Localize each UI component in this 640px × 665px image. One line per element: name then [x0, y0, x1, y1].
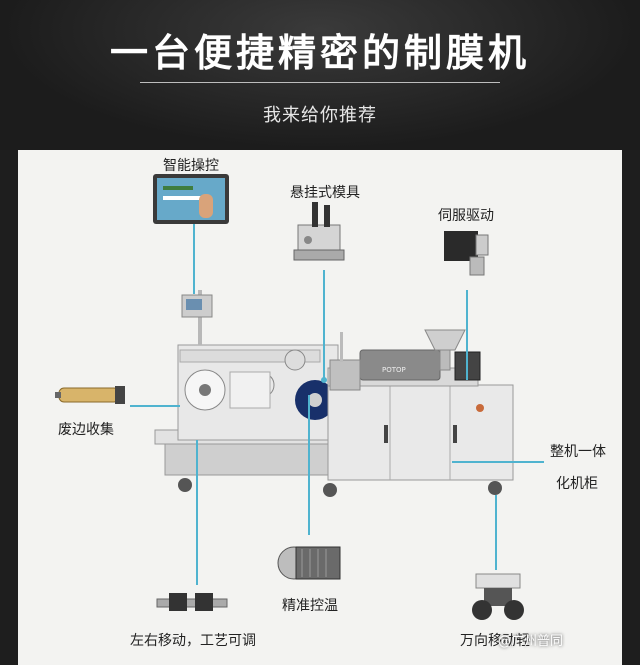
winding-shaft-image	[55, 386, 125, 404]
servo-motor-image	[444, 231, 489, 276]
connector-line	[308, 395, 310, 535]
heater-image	[277, 546, 341, 580]
connector-line	[196, 440, 198, 585]
header-banner	[0, 0, 640, 150]
film-machine-illustration: POTOP	[154, 290, 514, 497]
page-subtitle: 我来给你推荐	[263, 105, 377, 126]
callout-temperature-control: 精准控温	[282, 598, 338, 614]
linear-guide-image	[156, 593, 228, 611]
caster-wheel-image	[472, 573, 524, 620]
connector-line	[452, 461, 544, 463]
connector-dot	[321, 377, 327, 383]
callout-adjustable: 左右移动，工艺可调	[130, 633, 256, 649]
connector-line	[495, 495, 497, 570]
callout-cabinet-line1: 整机一体	[550, 444, 606, 460]
callout-hanging-die: 悬挂式模具	[290, 185, 360, 201]
machine-brand-label: POTOP	[382, 366, 406, 374]
connector-line	[130, 405, 180, 407]
connector-line	[323, 270, 325, 380]
touch-screen-image	[153, 174, 229, 224]
page-title: 一台便捷精密的制膜机	[109, 31, 530, 75]
connector-line	[466, 290, 468, 380]
callout-servo-drive: 伺服驱动	[438, 208, 494, 224]
callout-cabinet-line2: 化机柜	[556, 476, 598, 492]
watermark: @广州普同	[498, 634, 564, 649]
title-divider	[140, 82, 500, 83]
callout-casters: 万向移动轻	[460, 633, 530, 649]
die-image	[293, 202, 345, 261]
callout-smart-control: 智能操控	[163, 158, 219, 174]
callout-edge-collection: 废边收集	[58, 422, 114, 438]
connector-line	[193, 224, 195, 294]
